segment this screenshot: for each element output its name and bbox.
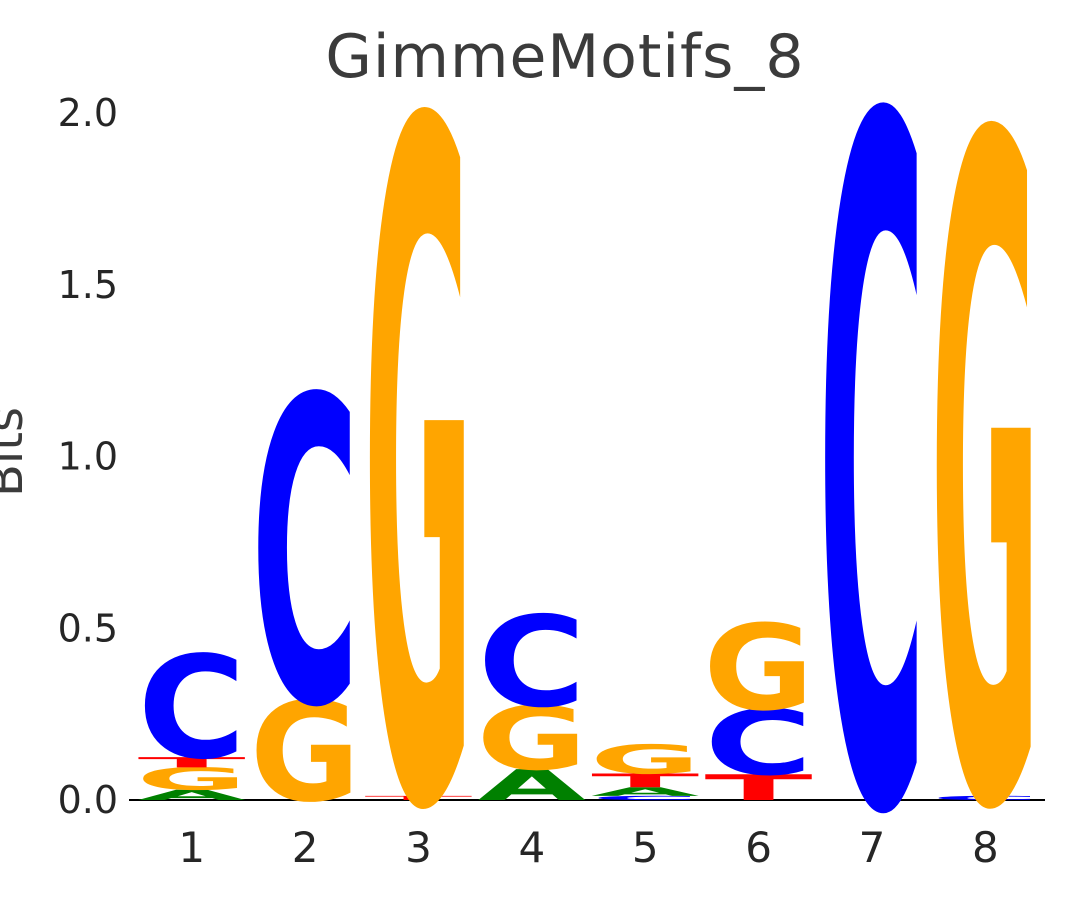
x-tick-label: 6 [745, 823, 772, 872]
x-tick-label: 7 [859, 823, 886, 872]
chart-title: GimmeMotifs_8 [325, 22, 805, 92]
logo-letter-A: A [478, 761, 586, 810]
y-tick-label: 0.0 [58, 778, 118, 822]
logo-letter-T: T [591, 770, 699, 792]
logo-letter-G: G [930, 0, 1041, 900]
logo-letter-C: C [478, 590, 586, 735]
x-tick-label: 1 [178, 823, 205, 872]
logo-letter-C: C [138, 627, 246, 791]
logo-letter-G: G [703, 600, 814, 737]
logo-letter-T: T [364, 795, 472, 802]
logo-letter-T: T [705, 767, 813, 808]
logo-letter-G: G [590, 737, 701, 783]
y-tick-label: 1.0 [58, 435, 118, 479]
x-tick-label: 2 [292, 823, 319, 872]
logo-letter-C: C [931, 795, 1039, 802]
logo-letter-T: T [138, 754, 246, 770]
logo-letter-G: G [363, 0, 474, 900]
x-tick-label: 8 [972, 823, 999, 872]
logo-letter-A: A [138, 787, 246, 803]
logo-letter-G: G [136, 761, 247, 797]
logo-letter-C: C [704, 691, 812, 795]
logo-letter-C: C [591, 795, 699, 802]
logo-letter-C: C [818, 0, 926, 900]
x-tick-label: 4 [518, 823, 545, 872]
logo-letter-C: C [251, 312, 359, 800]
y-tick-label: 0.5 [58, 606, 118, 650]
x-tick-label: 3 [405, 823, 432, 872]
logo-letter-A: A [591, 785, 700, 799]
y-tick-label: 1.5 [58, 263, 118, 307]
x-tick-label: 5 [632, 823, 659, 872]
logo-letter-G: G [250, 673, 360, 832]
y-tick-label: 2.0 [58, 91, 118, 135]
logo-letter-G: G [477, 688, 588, 789]
